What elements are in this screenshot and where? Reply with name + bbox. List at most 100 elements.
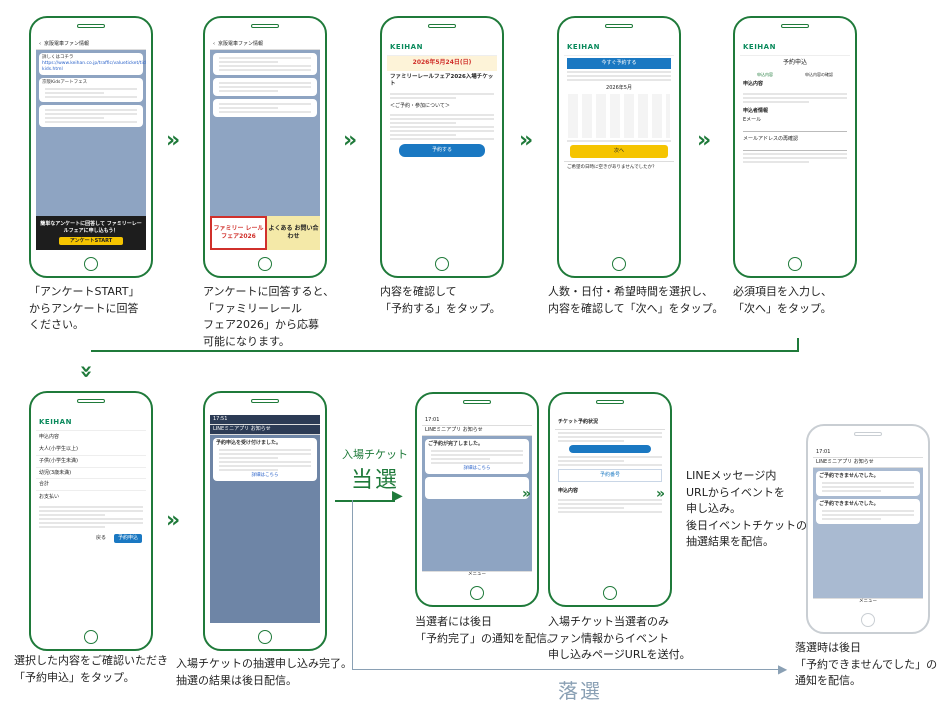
- arrow-icon: »: [519, 128, 533, 153]
- flow-connector: [91, 350, 799, 352]
- phone-step-8-win-notice: 17:01 LINEミニアプリ お知らせ ご予約が完了しました。 詳細はこちら …: [415, 392, 539, 607]
- chat-header: LINEミニアプリ お知らせ: [210, 425, 320, 435]
- email-confirm-field[interactable]: [743, 145, 847, 151]
- status-bar: 17:01: [813, 448, 923, 458]
- flow-connector: [335, 500, 395, 502]
- reserve-header: 今すぐ予約する: [567, 58, 671, 70]
- menu-bar[interactable]: メニュー: [422, 571, 532, 579]
- time: 17:01: [425, 417, 440, 424]
- menu-bar[interactable]: メニュー: [813, 598, 923, 606]
- phone-step-5-form: KEIHAN 予約申込 申込内容 申込内容の確認 申込内容 申込者情報 Eメール…: [733, 16, 857, 278]
- status-bar: 17:01: [422, 416, 532, 426]
- event-date: 2026年5月24日(日): [387, 56, 497, 71]
- caption-step-3: 内容を確認して 「予約する」をタップ。: [380, 285, 501, 315]
- chat-header: LINEミニアプリ お知らせ: [422, 426, 532, 436]
- phone-step-1-survey: ‹ 京阪電車ファン情報 詳しくはコチラ https://www.keihan.c…: [29, 16, 153, 278]
- ticket-button[interactable]: [569, 444, 651, 453]
- card-heading: ご予約が完了しました。: [428, 441, 484, 447]
- chat-title: LINEミニアプリ お知らせ: [425, 427, 483, 434]
- arrow-icon: ▶: [778, 662, 788, 676]
- survey-start-button[interactable]: アンケートSTART: [59, 237, 123, 245]
- chat-header: ‹ 京阪電車ファン情報: [210, 40, 320, 50]
- arrow-icon: »: [522, 486, 531, 502]
- arrow-icon: »: [166, 508, 180, 533]
- chat-title: 京阪電車ファン情報: [44, 41, 90, 48]
- availability-note: ご希望の日時に空きがありませんでしたか？: [564, 160, 674, 174]
- back-icon[interactable]: ‹: [39, 41, 41, 48]
- chat-area: 予約申込を受け付けました。 詳細はこちら: [210, 435, 320, 623]
- submit-reservation-button[interactable]: 予約申込: [113, 533, 142, 543]
- chat-title: LINEミニアプリ お知らせ: [816, 459, 874, 466]
- details-link[interactable]: 詳細はこちら: [463, 465, 491, 471]
- details-link[interactable]: 詳細はこちら: [251, 472, 279, 478]
- caption-step-6: 選択した内容をご確認いただき 「予約申込」をタップ。: [14, 654, 168, 684]
- chat-header: LINEミニアプリ お知らせ: [813, 458, 923, 468]
- section-title: チケット予約状況: [555, 416, 665, 430]
- brand-logo: KEIHAN: [36, 415, 146, 432]
- lose-label: 落選: [558, 679, 602, 703]
- email-field[interactable]: [743, 126, 847, 133]
- action-bar: 戻る 予約申込: [36, 530, 146, 547]
- caption-step-1: 「アンケートSTART」 からアンケートに回答 ください。: [29, 285, 140, 331]
- chat-title: LINEミニアプリ お知らせ: [213, 426, 271, 433]
- rich-menu: ファミリー レールフェア2026 よくある お問い合わせ: [210, 216, 320, 250]
- arrow-icon: »: [166, 128, 180, 153]
- rich-menu-fair-button[interactable]: ファミリー レールフェア2026: [210, 216, 267, 250]
- chat-link[interactable]: https://www.keihan.co.jp/traffic/valueti…: [42, 61, 146, 73]
- chat-area: ご予約できませんでした。 ご予約できませんでした。: [813, 468, 923, 606]
- time: 17:51: [213, 416, 228, 423]
- email-confirm-label: メールアドレスの再確認: [743, 136, 799, 143]
- win-label-small: 入場チケット: [342, 448, 408, 461]
- rich-menu-banner[interactable]: 簡単なアンケートに回答して ファミリーレールフェアに申し込もう！ アンケートST…: [36, 216, 146, 250]
- chat-header: ‹ 京阪電車ファン情報: [36, 40, 146, 50]
- caption-step-7: 入場チケットの抽選申し込み完了。 抽選の結果は後日配信。: [176, 657, 352, 687]
- phone-step-7-lottery-applied: 17:51 LINEミニアプリ お知らせ 予約申込を受け付けました。 詳細はこち…: [203, 391, 327, 651]
- rich-menu-faq-button[interactable]: よくある お問い合わせ: [267, 216, 320, 250]
- reservation-number-label: 予約番号: [599, 471, 620, 478]
- caption-step-5: 必須項目を入力し、 「次へ」をタップ。: [733, 285, 832, 315]
- win-label: 当選: [350, 468, 399, 493]
- brand-logo: KEIHAN: [740, 40, 850, 57]
- promo-banner[interactable]: [425, 476, 529, 499]
- reserve-button[interactable]: 予約する: [399, 144, 485, 157]
- chat-bubble: 詳しくはコチラ https://www.keihan.co.jp/traffic…: [39, 53, 146, 76]
- calendar-grid[interactable]: [568, 93, 670, 138]
- event-title: ファミリーレールフェア2026入場チケット: [390, 73, 494, 87]
- next-button[interactable]: 次へ: [570, 144, 668, 158]
- phone-step-11-lose-notice: 17:01 LINEミニアプリ お知らせ ご予約できませんでした。 ご予約できま…: [806, 424, 930, 634]
- banner-text: 簡単なアンケートに回答して ファミリーレールフェアに申し込もう！: [40, 221, 142, 234]
- stepper: 申込内容 申込内容の確認: [740, 71, 850, 78]
- section-title: 申込内容: [39, 434, 60, 441]
- calendar-month: 2026年5月: [606, 85, 632, 92]
- payment-label: お支払い: [39, 494, 60, 501]
- back-button[interactable]: 戻る: [95, 534, 106, 541]
- phone-step-2-rich-menu: ‹ 京阪電車ファン情報 ファミリー レールフェア2026 よくある お問い合わせ: [203, 16, 327, 278]
- step-1: 申込内容: [757, 71, 773, 77]
- caption-step-11: 落選時は後日 「予約できませんでした」の 通知を配信。: [795, 641, 938, 687]
- section-title: ＜ご予約・参加について＞: [390, 103, 450, 110]
- field-label: 申込者情報: [743, 107, 769, 114]
- chat-bubble: 京阪Kidsアートフェス: [39, 78, 143, 103]
- arrow-icon: »: [343, 128, 357, 153]
- notification-card: 予約申込を受け付けました。 詳細はこちら: [213, 438, 317, 481]
- caption-step-8: 当選者には後日 「予約完了」の通知を配信。: [415, 615, 558, 645]
- step-2: 申込内容の確認: [805, 71, 833, 77]
- field-label: 申込内容: [743, 80, 764, 87]
- notification-card: ご予約できませんでした。: [816, 471, 920, 496]
- card-heading: ご予約できませんでした。: [819, 500, 879, 507]
- phone-step-3-event-page: KEIHAN 2026年5月24日(日) ファミリーレールフェア2026入場チケ…: [380, 16, 504, 278]
- arrow-icon: »: [697, 128, 711, 153]
- back-icon[interactable]: ‹: [213, 41, 215, 48]
- chat-bubble: [39, 105, 143, 128]
- card-heading: ご予約できませんでした。: [819, 473, 879, 479]
- brand-logo: KEIHAN: [564, 40, 674, 57]
- notification-card: ご予約できませんでした。: [816, 498, 920, 524]
- card-heading: 予約申込を受け付けました。: [216, 440, 282, 446]
- caption-step-2: アンケートに回答すると、 「ファミリーレール フェア2026」から応募 可能にな…: [203, 285, 335, 348]
- subsection-title: 申込内容: [558, 487, 579, 494]
- caption-step-10: LINEメッセージ内 URLからイベントを 申し込み。 後日イベントチケットの …: [686, 469, 807, 548]
- row-child: 子供(小学生未満): [36, 456, 146, 468]
- phone-step-4-select-date: KEIHAN 今すぐ予約する 2026年5月 次へ ご希望の日時に空きがありませ…: [557, 16, 681, 278]
- phone-step-9-event-url: チケット予約状況 予約番号 申込内容: [548, 392, 672, 607]
- notification-card: ご予約が完了しました。 詳細はこちら: [425, 439, 529, 474]
